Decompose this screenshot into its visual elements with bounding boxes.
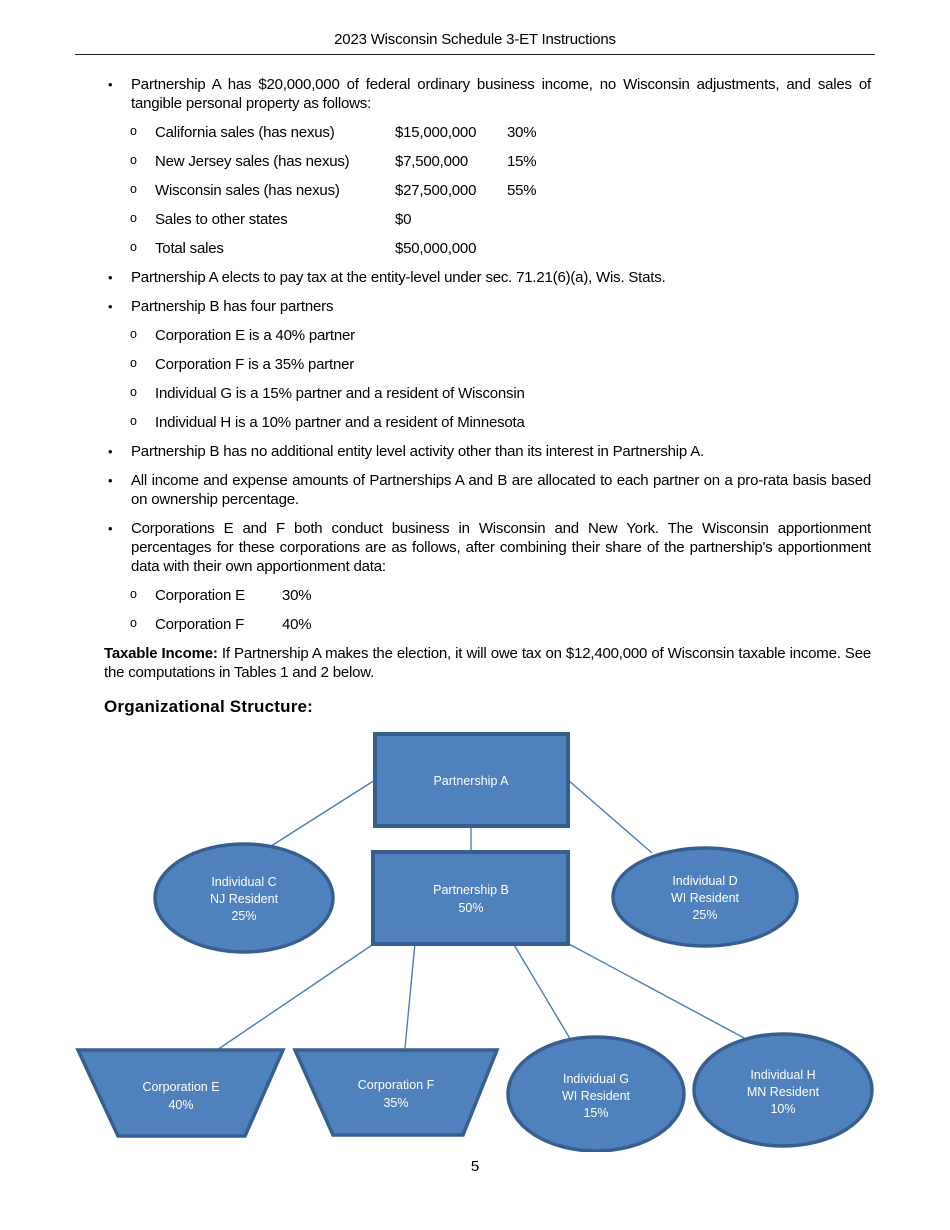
individual-h-pct: 10% [770, 1102, 795, 1116]
apportionment-pct: 30% [282, 587, 312, 604]
sales-row-other-states: Sales to other states $0 [104, 209, 871, 229]
partnership-a-box [373, 732, 570, 828]
partner-item-individual-g: Individual G is a 15% partner and a resi… [104, 383, 871, 403]
connector-b-to-g [512, 942, 573, 1043]
sales-pct [507, 239, 871, 258]
bullet-entity-level-election: Partnership A elects to pay tax at the e… [104, 268, 871, 287]
individual-g-pct: 15% [583, 1106, 608, 1120]
corporation-f-label: Corporation F [358, 1078, 435, 1092]
individual-d-label: Individual D [672, 874, 737, 888]
partnership-b-box [371, 850, 570, 946]
individual-h-residency: MN Resident [747, 1085, 820, 1099]
individual-g-ellipse [506, 1035, 686, 1152]
individual-d-pct: 25% [692, 908, 717, 922]
sales-amount: $50,000,000 [395, 240, 477, 257]
taxable-income-label: Taxable Income: [104, 645, 218, 662]
sales-amount: $27,500,000 [395, 182, 477, 199]
partner-item-corporation-e: Corporation E is a 40% partner [104, 325, 871, 345]
corporation-f-pct: 35% [383, 1096, 408, 1110]
sales-label: Wisconsin sales (has nexus) [155, 182, 340, 199]
individual-c-label: Individual C [211, 875, 276, 889]
corporation-f-trapezoid [292, 1048, 500, 1137]
connector-b-to-h [566, 942, 747, 1040]
bullet-partnership-b-partners: Partnership B has four partners [104, 297, 871, 316]
sales-pct: 55% [507, 182, 537, 199]
individual-d-residency: WI Resident [671, 891, 740, 905]
sales-pct: 15% [507, 153, 537, 170]
org-structure-diagram: Partnership A Partnership B 50% Individu… [75, 732, 874, 1152]
sales-label: Sales to other states [155, 211, 288, 228]
apportionment-label: Corporation E [155, 587, 245, 604]
connector-a-to-d [567, 779, 653, 854]
connector-b-to-f [404, 942, 416, 1049]
individual-h-ellipse [692, 1032, 874, 1148]
partner-item-corporation-f: Corporation F is a 35% partner [104, 354, 871, 374]
corporation-e-trapezoid [75, 1048, 286, 1138]
individual-c-ellipse [153, 842, 335, 954]
corporation-e-label: Corporation E [142, 1080, 219, 1094]
sales-amount: $7,500,000 [395, 153, 469, 170]
individual-d-ellipse [611, 846, 799, 948]
individual-g-residency: WI Resident [562, 1089, 631, 1103]
bullet-partnership-a-income: Partnership A has $20,000,000 of federal… [104, 75, 871, 113]
partnership-a-label: Partnership A [433, 774, 509, 788]
apportionment-pct: 40% [282, 616, 312, 633]
connector-a-to-c [267, 779, 376, 849]
partnership-b-pct: 50% [458, 901, 483, 915]
page-title: 2023 Wisconsin Schedule 3-ET Instruction… [334, 31, 616, 48]
taxable-income-paragraph: Taxable Income: If Partnership A makes t… [104, 644, 871, 682]
partner-item-individual-h: Individual H is a 10% partner and a resi… [104, 412, 871, 432]
sales-amount: $0 [395, 211, 412, 228]
org-structure-heading: Organizational Structure: [104, 697, 314, 716]
sales-amount: $15,000,000 [395, 124, 477, 141]
sales-row-total: Total sales $50,000,000 [104, 238, 871, 258]
individual-c-pct: 25% [231, 909, 256, 923]
page-number: 5 [470, 1158, 480, 1175]
taxable-income-text: If Partnership A makes the election, it … [104, 645, 871, 681]
sales-label: Total sales [155, 240, 224, 257]
corporation-e-pct: 40% [168, 1098, 193, 1112]
apportionment-label: Corporation F [155, 616, 245, 633]
header-divider [75, 54, 875, 55]
apportionment-row-corporation-f: Corporation F 40% [104, 614, 871, 634]
individual-c-residency: NJ Resident [210, 892, 279, 906]
connector-b-to-e [216, 942, 376, 1051]
instructions-body: Partnership A has $20,000,000 of federal… [104, 75, 871, 717]
sales-pct [507, 210, 871, 229]
bullet-no-additional-activity: Partnership B has no additional entity l… [104, 442, 871, 461]
sales-row-wisconsin: Wisconsin sales (has nexus) $27,500,000 … [104, 180, 871, 200]
page-header: 2023 Wisconsin Schedule 3-ET Instruction… [0, 0, 950, 49]
individual-g-label: Individual G [563, 1072, 629, 1086]
partnership-b-label: Partnership B [433, 883, 509, 897]
sales-label: California sales (has nexus) [155, 124, 335, 141]
sales-row-california: California sales (has nexus) $15,000,000… [104, 122, 871, 142]
sales-pct: 30% [507, 124, 537, 141]
sales-label: New Jersey sales (has nexus) [155, 153, 350, 170]
individual-h-label: Individual H [750, 1068, 815, 1082]
apportionment-row-corporation-e: Corporation E 30% [104, 585, 871, 605]
bullet-prorata-allocation: All income and expense amounts of Partne… [104, 471, 871, 509]
sales-row-new-jersey: New Jersey sales (has nexus) $7,500,000 … [104, 151, 871, 171]
bullet-apportionment: Corporations E and F both conduct busine… [104, 519, 871, 576]
